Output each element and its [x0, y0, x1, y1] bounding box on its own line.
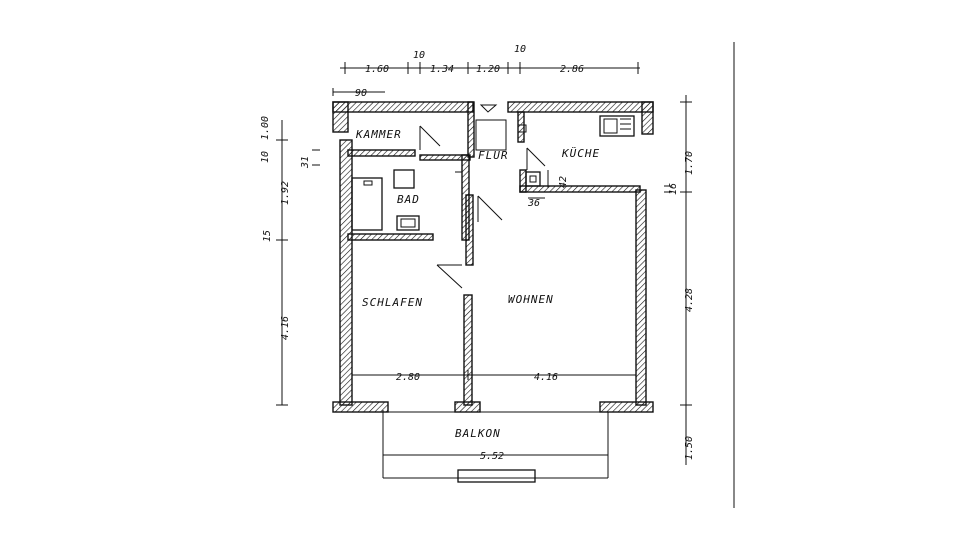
dimension-lines: [276, 62, 692, 465]
dim-top-286: 2.86: [560, 64, 584, 75]
room-label-bad: BAD: [397, 193, 420, 206]
room-label-flur: FLUR: [478, 149, 509, 162]
dim-left-416: 4.16: [280, 316, 291, 340]
dim-right-170: 1.70: [684, 151, 695, 175]
room-labels: KAMMER FLUR KÜCHE BAD SCHLAFEN WOHNEN BA…: [355, 128, 600, 440]
fixtures: [351, 115, 635, 231]
dimension-labels: 90 1.60 10 1.34 1.20 10 2.86 1.00 10 1.9…: [260, 44, 695, 462]
room-label-kueche: KÜCHE: [561, 147, 600, 160]
dim-top-120: 1.20: [476, 64, 500, 75]
dim-right-16: 16: [668, 183, 679, 195]
dim-left-15: 15: [262, 230, 273, 242]
room-label-schlafen: SCHLAFEN: [362, 296, 423, 309]
room-label-kammer: KAMMER: [355, 128, 402, 141]
dim-top-160: 1.60: [365, 64, 389, 75]
dim-top-10a: 10: [413, 50, 425, 61]
dim-top-10b: 10: [514, 44, 526, 55]
dim-left-192: 1.92: [280, 181, 291, 205]
outer-walls: [332, 101, 654, 413]
room-label-wohnen: WOHNEN: [508, 293, 554, 306]
dim-inner-42: 42: [558, 176, 569, 188]
dim-top-90: 90: [355, 88, 367, 99]
balcony: [382, 410, 609, 483]
dim-balkon-552: 5.52: [480, 451, 504, 462]
doors: [419, 104, 546, 289]
dim-left-31: 31: [300, 156, 311, 169]
dim-left-100: 1.00: [260, 116, 271, 140]
dim-inner-416: 4.16: [534, 372, 558, 383]
room-label-balkon: BALKON: [455, 427, 501, 440]
dim-right-428: 4.28: [684, 288, 695, 312]
dim-inner-36: 36: [527, 198, 540, 209]
interior-walls: [347, 101, 641, 406]
dim-inner-280: 2.80: [396, 372, 420, 383]
dim-right-150: 1.50: [684, 436, 695, 460]
dim-left-10: 10: [260, 151, 271, 163]
dim-top-134: 1.34: [430, 64, 454, 75]
